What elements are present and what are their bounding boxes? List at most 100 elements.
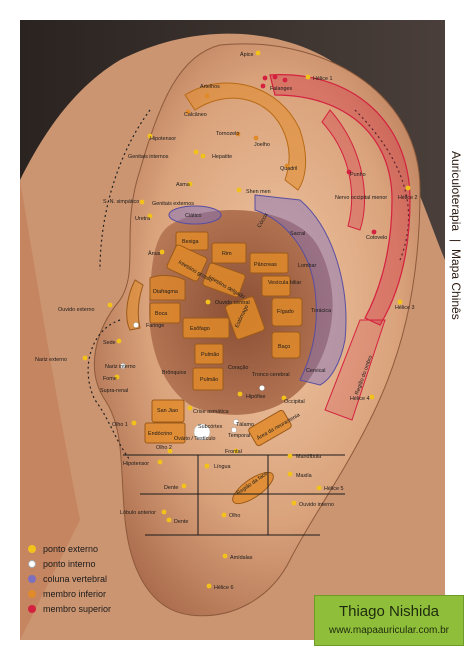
label-helice3: Hélice 3 bbox=[395, 305, 414, 311]
membro-inferior-dot bbox=[235, 131, 241, 137]
ponto-externo-dot bbox=[206, 583, 212, 589]
label-shen-men: Shen men bbox=[246, 189, 271, 195]
ponto-interno-dot bbox=[133, 322, 139, 328]
legend-dot-coluna-icon bbox=[28, 574, 36, 583]
label-nervo-occipital: Nervo occipital menor bbox=[335, 195, 387, 201]
label-nariz-externo: Nariz externo bbox=[35, 357, 67, 363]
membro-superior-dot bbox=[371, 229, 377, 235]
legend-label: coluna vertebral bbox=[43, 573, 108, 584]
label-diafragma: Diafragma bbox=[153, 289, 178, 295]
label-lombar: Lombar bbox=[298, 263, 316, 269]
ponto-externo-dot bbox=[139, 199, 145, 205]
label-calcaneo: Calcâneo bbox=[184, 112, 207, 118]
label-toracica: Torácica bbox=[311, 308, 331, 314]
ponto-interno-dot bbox=[231, 427, 237, 433]
lobule-grid bbox=[123, 454, 345, 536]
ponto-interno-dot bbox=[233, 419, 239, 425]
bexiga-block bbox=[175, 231, 209, 251]
label-falanges: Falanges bbox=[270, 86, 292, 92]
ponto-interno-dot bbox=[120, 363, 126, 369]
ponto-externo-dot bbox=[181, 483, 187, 489]
label-cotovelo: Cotovelo bbox=[366, 235, 387, 241]
legend-label: ponto interno bbox=[43, 558, 96, 569]
label-lingua: Língua bbox=[214, 464, 231, 470]
label-maxila: Maxila bbox=[296, 473, 312, 479]
label-dente-bottom: Dente bbox=[174, 519, 188, 525]
membro-superior-dot bbox=[272, 74, 278, 80]
acupoints bbox=[82, 50, 411, 589]
label-pancreas: Pâncreas bbox=[254, 262, 277, 268]
ouvido-externo-arc bbox=[126, 279, 144, 331]
san-jiao-block bbox=[151, 399, 185, 423]
label-tronco-cerebral: Tronco cerebral bbox=[252, 372, 290, 378]
author-url[interactable]: www.mapaauricular.com.br bbox=[328, 625, 450, 636]
ponto-externo-dot bbox=[159, 249, 165, 255]
lower-limb-region bbox=[184, 82, 307, 191]
label-ouvido-interno: Ouvido interno bbox=[299, 502, 334, 508]
label-asma: Asma bbox=[176, 182, 190, 188]
membro-inferior-dot bbox=[204, 93, 210, 99]
upper-limb-inner bbox=[321, 109, 365, 231]
label-helice5: Hélice 5 bbox=[324, 486, 343, 492]
vesicula-block bbox=[261, 275, 291, 297]
label-cervical: Cervical bbox=[306, 368, 325, 374]
label-helice6: Hélice 6 bbox=[214, 585, 233, 591]
ponto-externo-dot bbox=[236, 187, 242, 193]
ponto-externo-dot bbox=[131, 420, 137, 426]
ponto-externo-dot bbox=[193, 149, 199, 155]
label-helice4: Hélice 4 bbox=[350, 396, 369, 402]
label-helice1: Hélice 1 bbox=[313, 76, 332, 82]
estomago-block bbox=[225, 296, 265, 340]
ponto-externo-dot bbox=[405, 185, 411, 191]
legend-dot-ponto-externo-icon bbox=[28, 544, 36, 553]
label-rim: Rim bbox=[222, 251, 232, 257]
legend-dot-membro-inferior-icon bbox=[28, 589, 36, 598]
ponto-externo-dot bbox=[187, 181, 193, 187]
label-talamo: Tálamo bbox=[236, 422, 254, 428]
label-olho1: Olho 1 bbox=[112, 422, 128, 428]
label-quadril: Quadril bbox=[280, 166, 297, 172]
legend: ponto externo ponto interno coluna verte… bbox=[28, 541, 198, 616]
ponto-externo-dot bbox=[222, 553, 228, 559]
label-olho: Olho bbox=[229, 513, 240, 519]
label-helice2: Hélice 2 bbox=[398, 195, 417, 201]
ponto-externo-dot bbox=[166, 517, 172, 523]
ponto-externo-dot bbox=[233, 448, 239, 454]
boca-block bbox=[149, 302, 181, 324]
legend-label: membro superior bbox=[43, 603, 112, 614]
neurastenia-block bbox=[248, 409, 292, 447]
author-box: Thiago Nishida www.mapaauricular.com.br bbox=[314, 595, 464, 646]
membro-superior-dot bbox=[346, 169, 352, 175]
label-apice: Ápice bbox=[240, 51, 254, 58]
label-bexiga: Bexiga bbox=[182, 239, 198, 245]
label-frontal: Frontal bbox=[225, 449, 242, 455]
label-occipital: Occipital bbox=[284, 399, 305, 405]
intestino-grosso-block bbox=[166, 244, 208, 282]
pulmao-bottom-block bbox=[192, 367, 224, 391]
label-figado: Fígado bbox=[277, 309, 294, 315]
legend-item: ponto externo bbox=[28, 541, 198, 556]
membro-superior-dot bbox=[260, 83, 266, 89]
hair bbox=[20, 20, 445, 260]
ponto-externo-dot bbox=[107, 302, 113, 308]
legend-label: ponto externo bbox=[43, 543, 99, 554]
label-endocrino: Endócrino bbox=[148, 431, 172, 437]
cheek bbox=[20, 180, 80, 640]
label-lobulo-anterior: Lóbulo anterior bbox=[120, 510, 156, 516]
label-joelho: Joelho bbox=[254, 142, 270, 148]
ponto-externo-dot bbox=[281, 395, 287, 401]
label-ouvido-central: Ouvido central bbox=[215, 300, 250, 306]
label-dente-top: Dente bbox=[164, 485, 178, 491]
label-artelhos: Artelhos bbox=[200, 84, 220, 90]
endocrino-block bbox=[144, 422, 186, 444]
ponto-interno-dot bbox=[259, 385, 265, 391]
label-anus: Ânus bbox=[148, 250, 161, 257]
side-title-right: Mapa Chinês bbox=[449, 249, 463, 320]
spine-region bbox=[254, 194, 347, 386]
pancreas-block bbox=[249, 252, 289, 274]
label-pulmao-top: Pulmão bbox=[201, 352, 219, 358]
label-esofago: Esôfago bbox=[190, 326, 210, 332]
ponto-externo-dot bbox=[167, 448, 173, 454]
label-tornozelo: Tornozelo bbox=[216, 131, 239, 137]
ponto-externo-dot bbox=[205, 299, 211, 305]
